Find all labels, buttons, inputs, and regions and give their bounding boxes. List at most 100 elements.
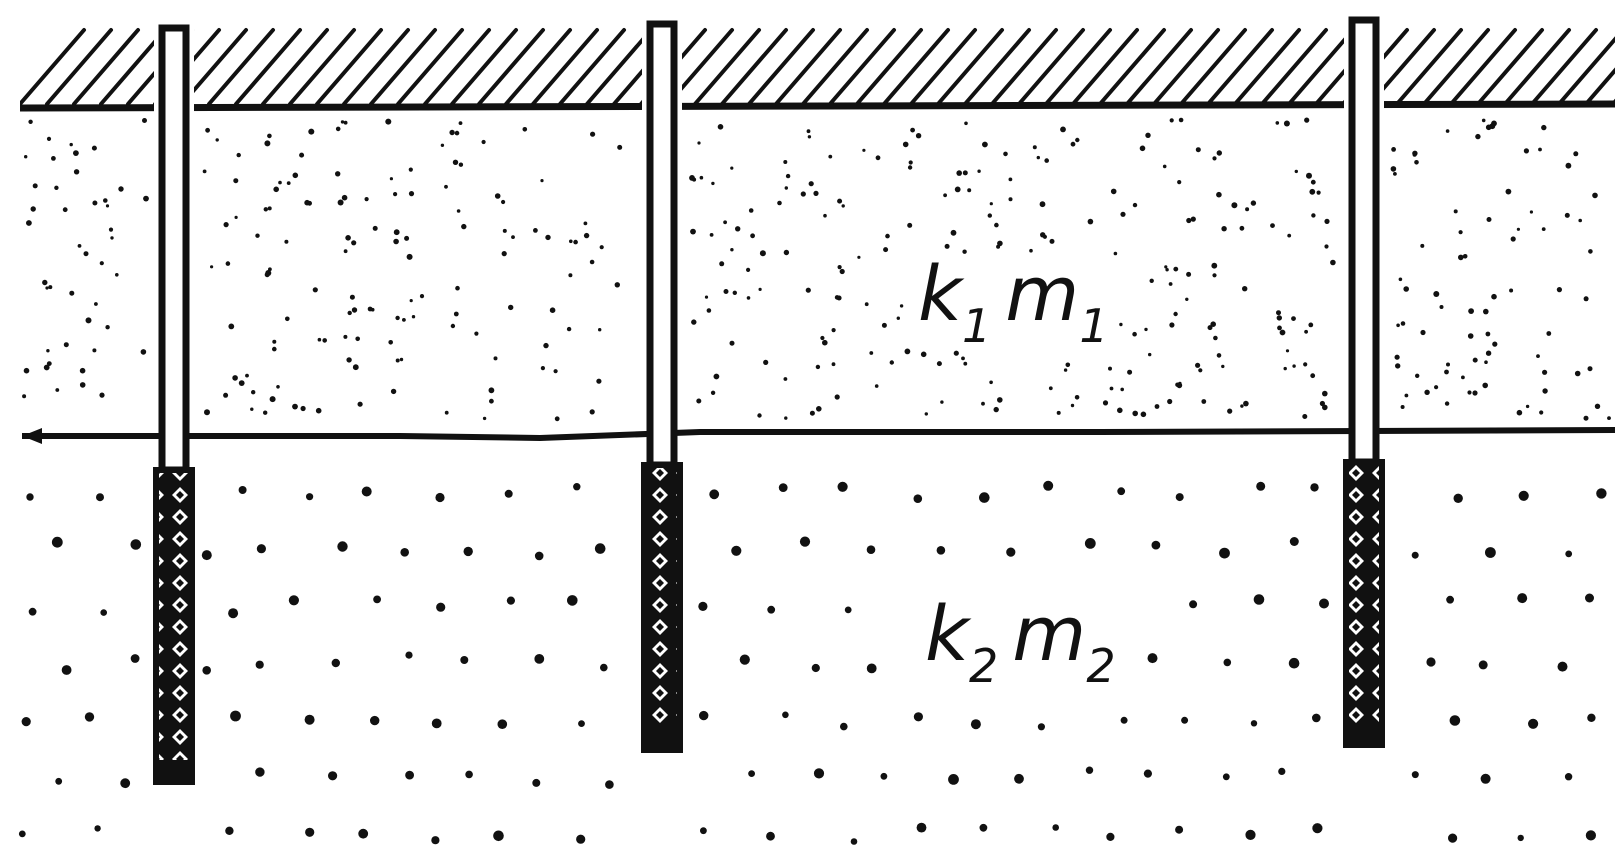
sand-grain [1541,227,1546,232]
sand-grain [1322,404,1328,411]
sand-grain [841,204,845,208]
hatch-stroke [1206,28,1274,106]
gravel-grain [1310,483,1319,492]
gravel-grain [913,494,923,504]
sand-grain [308,128,315,135]
sand-grain [723,220,727,225]
sand-grain [589,409,595,415]
sand-grain [1542,388,1548,394]
well-casing [158,24,190,474]
sand-grain [1169,322,1175,328]
gravel-grain [1106,832,1115,842]
sand-grain [24,155,28,159]
gravel-grain [328,771,338,781]
gravel-grain [837,481,848,492]
sand-grain [1516,227,1520,231]
sand-grain [1140,411,1147,418]
gravel-grain [497,719,508,729]
sand-grain [522,127,528,132]
sand-grain [1070,403,1075,408]
sand-grain [372,225,378,231]
sand-grain [62,207,68,213]
sand-grain [1433,291,1440,297]
hatch-stroke [1476,28,1544,106]
sand-grain [1482,382,1488,389]
hatch-stroke [963,28,1031,106]
gravel-grain [228,608,239,619]
sand-grain [964,121,968,126]
sand-grain [73,150,79,157]
sand-grain [508,304,514,311]
sand-grain [994,222,999,228]
sand-grain [46,136,52,141]
sand-grain [823,213,827,218]
sand-grain [225,261,231,266]
sand-grain [1458,230,1463,235]
sand-grain [1132,202,1138,208]
hatch-stroke [1287,28,1355,106]
sand-grain [568,273,573,278]
sand-grain [1420,329,1426,336]
sand-grain [956,170,962,176]
gravel-grain [767,605,776,614]
hatch-stroke [990,28,1058,106]
sand-grain [367,306,373,312]
sand-grain [450,323,456,329]
sand-grain [1108,366,1112,371]
sand-grain [709,233,714,237]
sand-grain [140,349,147,355]
layer-boundary-line [22,427,1615,442]
gravel-grain [230,710,241,722]
sand-grain [419,294,425,299]
sand-grain [1212,156,1217,161]
sand-grain [1044,158,1049,163]
sand-grain [1216,150,1223,156]
sand-grain [502,228,507,233]
sand-grain [393,229,400,236]
sand-grain [1390,166,1397,172]
sand-grain [1277,325,1282,331]
sand-grain [26,220,32,226]
sand-grain [963,361,968,366]
sand-grain [1003,151,1008,157]
gravel-grain [1256,481,1266,491]
sand-grain [759,250,766,257]
sand-grain [807,135,812,139]
sand-grain [1539,410,1544,415]
gravel-grain [594,543,606,554]
hatch-stroke [1017,28,1085,106]
sand-grain [1434,385,1439,390]
sand-grain [251,390,256,395]
sand-grain [690,228,696,235]
sand-grain [950,229,957,236]
sand-grain [395,358,400,363]
sand-grain [837,198,843,204]
sand-grain [987,213,992,218]
sand-grain [1056,410,1061,415]
sand-grain [545,234,551,241]
gravel-grain [850,838,858,845]
gravel-grain [1223,658,1232,667]
gravel-grain [739,654,750,665]
sand-grain [953,350,959,356]
sand-grain [875,155,881,161]
gravel-grain [1147,653,1158,664]
sand-grain [1308,322,1314,328]
hatch-stroke [774,28,842,106]
sand-grain [482,416,487,421]
sand-grain [73,169,80,175]
sand-grain [977,169,981,173]
sand-grain [723,289,729,294]
sand-grain [1485,124,1492,131]
hatch-stroke [1557,36,1615,106]
gravel-grain [1245,829,1256,841]
sand-grain [335,126,341,132]
hatch-stroke [1152,28,1220,106]
sand-grain [907,222,913,228]
sand-grain [1292,364,1296,368]
sand-grain [268,267,272,272]
sand-grain [1303,362,1308,367]
sand-grain [944,243,950,249]
gravel-grain [1453,493,1463,503]
gravel-grain [1253,594,1265,605]
